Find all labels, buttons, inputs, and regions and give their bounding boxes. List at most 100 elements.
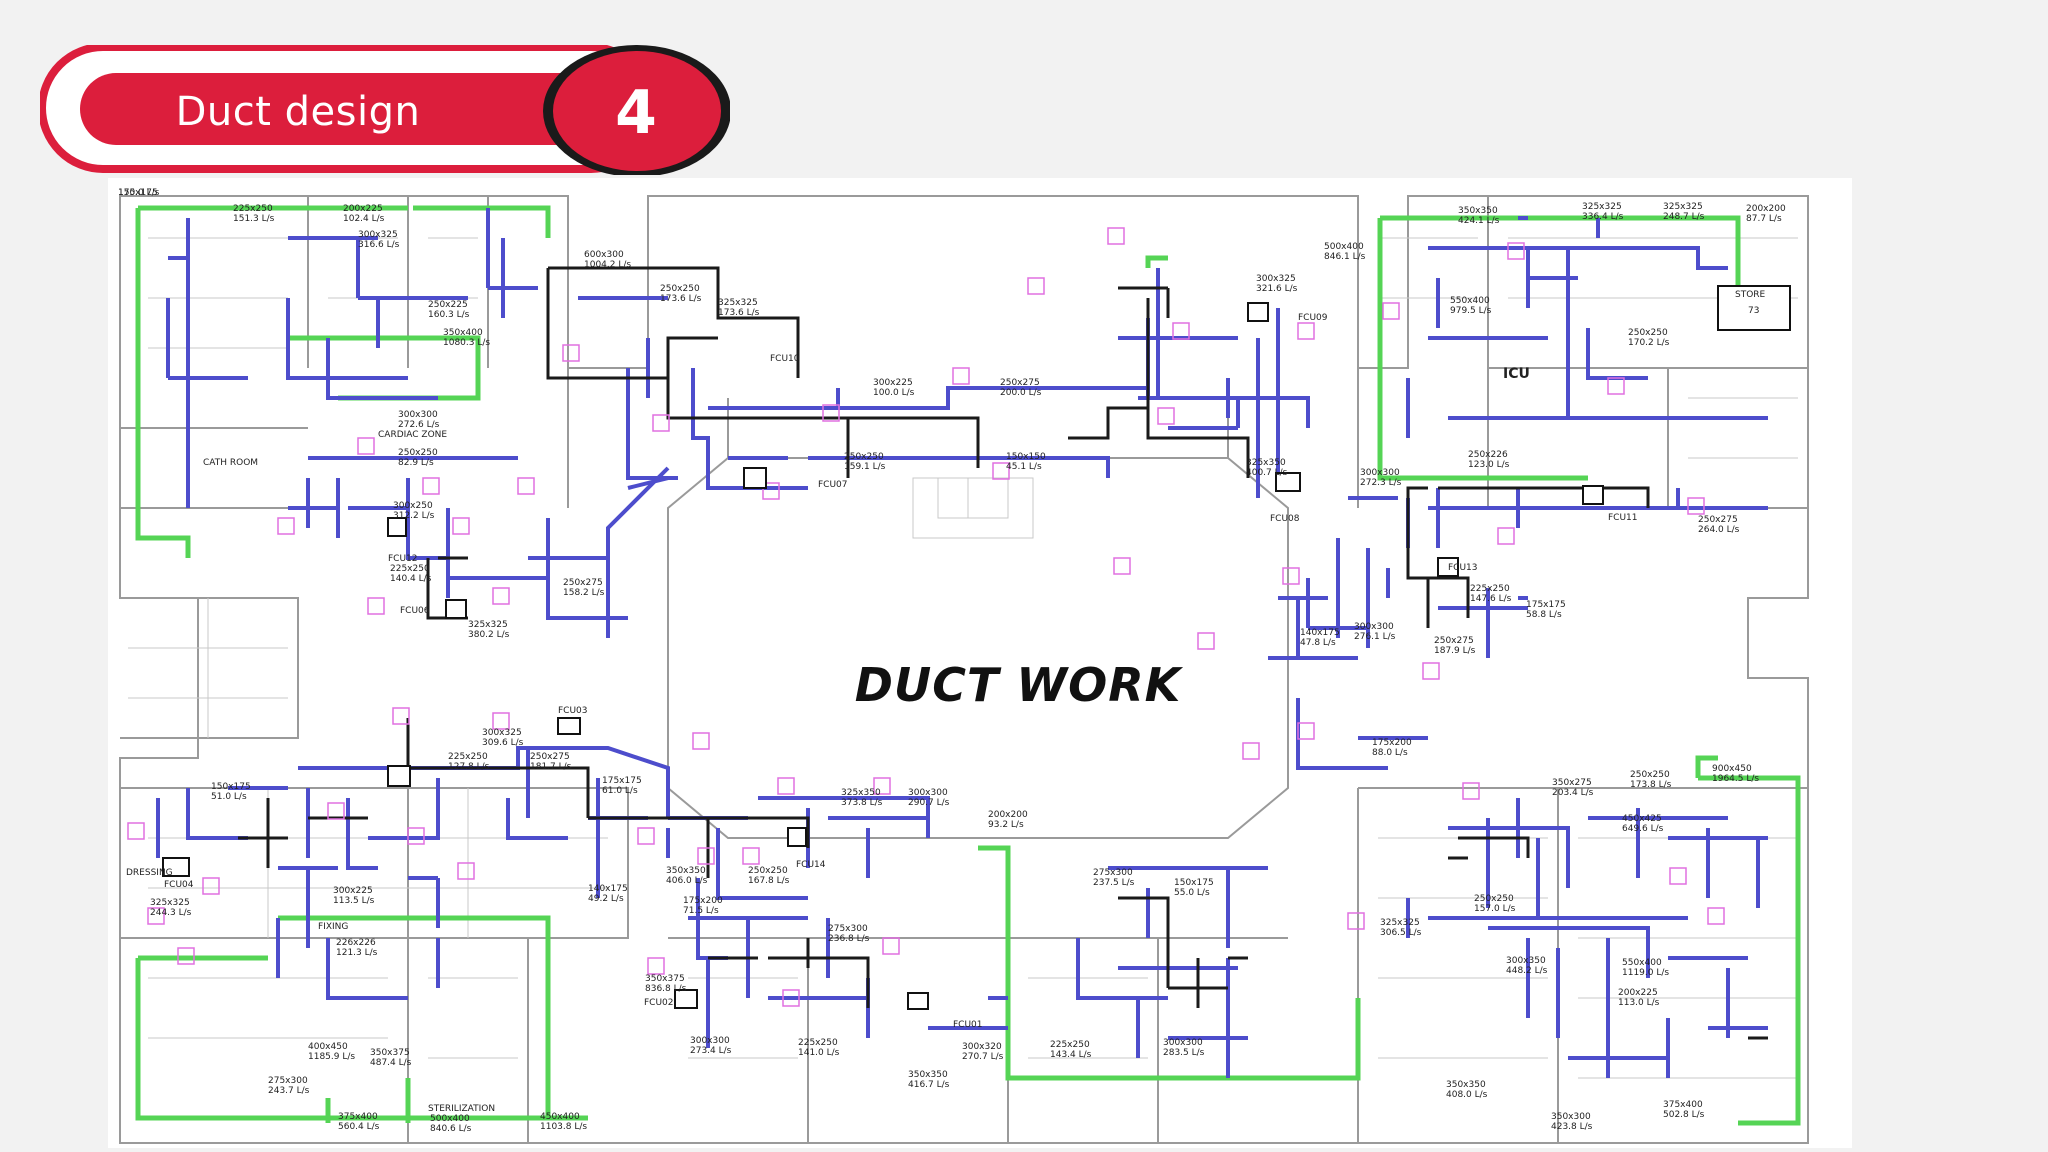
duct-tag-t131: 325x325 [1380, 918, 1420, 928]
duct-tag-t139: 200x225 [1618, 988, 1658, 998]
duct-tag-t141: 350x350 [1446, 1080, 1486, 1090]
duct-tag-t101: 226x226 [336, 938, 376, 948]
duct-tag-t03: 200x225 [343, 204, 383, 214]
duct-tag-t79: 175x175 [602, 776, 642, 786]
duct-tag-t113: 450x400 [540, 1112, 580, 1122]
duct-tag-t153: 250x250 [748, 866, 788, 876]
unit-label-fcu06: FCU06 [400, 606, 430, 616]
duct-tag-t151: 175x200 [683, 896, 723, 906]
duct-tag-t16: 1080.3 L/s [443, 338, 491, 348]
duct-tag-t81: 325x350 [841, 788, 881, 798]
duct-tag-t144: 423.8 L/s [1551, 1122, 1593, 1132]
duct-tag-t119: 225x250 [798, 1038, 838, 1048]
duct-tag-t102: 121.3 L/s [336, 948, 378, 958]
duct-tag-t32: 200.0 L/s [1000, 388, 1042, 398]
duct-tag-t11: 325x325 [718, 298, 758, 308]
duct-tag-t45: 325x325 [1663, 202, 1703, 212]
duct-tag-t127: 275x300 [1093, 868, 1133, 878]
duct-tag-t23: 225x250 [390, 564, 430, 574]
duct-tag-t87: 250x250 [1630, 770, 1670, 780]
duct-tag-t66: 47.8 L/s [1300, 638, 1336, 648]
unit-label-fcu13: FCU13 [1448, 563, 1478, 573]
duct-tag-t89: 900x450 [1712, 764, 1752, 774]
room-label-store: STORE [1735, 290, 1766, 300]
duct-tag-t50: 979.5 L/s [1450, 306, 1492, 316]
duct-tag-t39: 500x400 [1324, 242, 1364, 252]
duct-tag-t41: 350x350 [1458, 206, 1498, 216]
duct-tag-t57: 300x300 [1360, 468, 1400, 478]
duct-tag-t49: 550x400 [1450, 296, 1490, 306]
banner-pill [80, 73, 600, 145]
duct-tag-t118: 273.4 L/s [690, 1046, 732, 1056]
duct-tag-t92: 203.4 L/s [1552, 788, 1594, 798]
duct-tag-t64: 58.8 L/s [1526, 610, 1562, 620]
duct-tag-t125: 225x250 [1050, 1040, 1090, 1050]
duct-tag-t78: 181.7 L/s [530, 762, 572, 772]
duct-tag-t42: 424.1 L/s [1458, 216, 1500, 226]
unit-label-fcu12: FCU12 [388, 554, 418, 564]
duct-tag-t85: 200x200 [988, 810, 1028, 820]
duct-tag-t156: 55.0 L/s [1174, 888, 1210, 898]
duct-tag-t130: 283.5 L/s [1163, 1048, 1205, 1058]
duct-tag-t149: 140x175 [588, 884, 628, 894]
duct-tag-t94: 649.6 L/s [1622, 824, 1664, 834]
duct-tag-t134: 157.0 L/s [1474, 904, 1516, 914]
duct-tag-t152: 71.5 L/s [683, 906, 719, 916]
duct-tag-t44: 336.4 L/s [1582, 212, 1624, 222]
duct-tag-t61: 225x250 [1470, 584, 1510, 594]
duct-tag-t160: 150.0 L/s [118, 188, 160, 198]
duct-tag-t146: 502.8 L/s [1663, 1110, 1705, 1120]
duct-tag-t20: 82.9 L/s [398, 458, 434, 468]
duct-tag-t34: 159.1 L/s [844, 462, 886, 472]
unit-label-fcu03: FCU03 [558, 706, 588, 716]
unit-label-fcu08: FCU08 [1270, 514, 1300, 524]
room-label-dressing: DRESSING [126, 868, 173, 878]
duct-tag-t08: 1004.2 L/s [584, 260, 632, 270]
duct-tag-t150: 49.2 L/s [588, 894, 624, 904]
duct-tag-t40: 846.1 L/s [1324, 252, 1366, 262]
room-label-cath-room: CATH ROOM [203, 458, 259, 468]
duct-tag-t33: 250x250 [844, 452, 884, 462]
duct-tag-t18: 272.6 L/s [398, 420, 440, 430]
duct-tag-t90: 1964.5 L/s [1712, 774, 1760, 784]
unit-label-fcu11: FCU11 [1608, 513, 1638, 523]
duct-tag-t52: 170.2 L/s [1628, 338, 1670, 348]
duct-tag-t59: 250x275 [1698, 515, 1738, 525]
duct-tag-t128: 237.5 L/s [1093, 878, 1135, 888]
duct-tag-t142: 408.0 L/s [1446, 1090, 1488, 1100]
duct-tag-t136: 448.2 L/s [1506, 966, 1548, 976]
duct-tag-t137: 550x400 [1622, 958, 1662, 968]
duct-tag-t55: 325x350 [1246, 458, 1286, 468]
duct-tag-t110: 560.4 L/s [338, 1122, 380, 1132]
duct-tag-t12: 173.6 L/s [718, 308, 760, 318]
duct-tag-t46: 248.7 L/s [1663, 212, 1705, 222]
duct-tag-t05: 300x325 [358, 230, 398, 240]
duct-tag-t21: 300x250 [393, 501, 433, 511]
ceiling-diffusers [127, 227, 1725, 1007]
duct-tag-t27: 250x275 [563, 578, 603, 588]
duct-tag-t31: 250x275 [1000, 378, 1040, 388]
duct-tag-t135: 300x350 [1506, 956, 1546, 966]
duct-tag-t19: 250x250 [398, 448, 438, 458]
duct-tag-t112: 840.6 L/s [430, 1124, 472, 1134]
duct-tag-t100: 113.5 L/s [333, 896, 375, 906]
duct-tag-t159: 175x175 [118, 188, 158, 198]
duct-tag-t06: 316.6 L/s [358, 240, 400, 250]
duct-tag-t01: 225x250 [233, 204, 273, 214]
unit-label-fcu10: FCU10 [770, 354, 800, 364]
fan-coil-units [162, 285, 1791, 1010]
duct-tag-t115: 350x375 [645, 974, 685, 984]
duct-tag-t30: 100.0 L/s [873, 388, 915, 398]
duct-tag-t10: 173.6 L/s [660, 294, 702, 304]
slide-banner [40, 45, 730, 175]
duct-tag-t68: 276.1 L/s [1354, 632, 1396, 642]
duct-tag-t99: 300x225 [333, 886, 373, 896]
duct-tag-t82: 373.8 L/s [841, 798, 883, 808]
duct-tag-t109: 375x400 [338, 1112, 378, 1122]
duct-tag-t138: 1119.0 L/s [1622, 968, 1670, 978]
unit-label-fcu14: FCU14 [796, 860, 826, 870]
duct-tag-t103: 400x450 [308, 1042, 348, 1052]
duct-tag-t148: 406.0 L/s [666, 876, 708, 886]
duct-tag-t29: 300x225 [873, 378, 913, 388]
duct-tag-t143: 350x300 [1551, 1112, 1591, 1122]
